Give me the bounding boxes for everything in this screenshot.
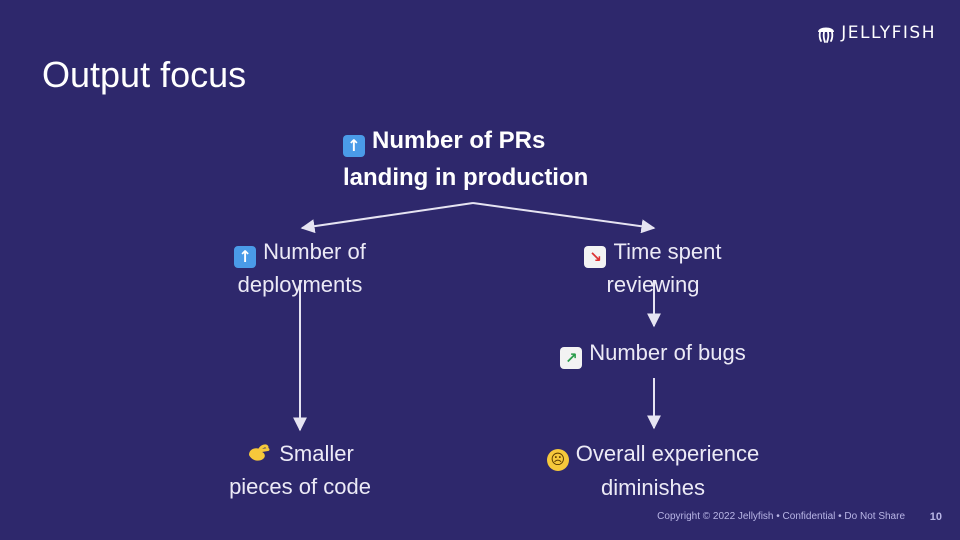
deployments-node-line-2: deployments: [237, 272, 363, 297]
arrow-up-icon: ↑: [234, 246, 257, 268]
smaller-code-node: Smaller pieces of code: [195, 437, 405, 503]
bugs-node-line: ↗Number of bugs: [530, 336, 776, 369]
chart-increasing-icon: ↗: [560, 347, 583, 369]
deployments-node-line-1: ↑Number of: [200, 235, 400, 268]
arrow-up-icon: ↑: [343, 135, 365, 157]
experience-node: ☹Overall experience diminishes: [523, 437, 783, 504]
deployments-node: ↑Number of deployments: [200, 235, 400, 301]
reviewing-node: ↘Time spent reviewing: [553, 235, 753, 301]
jellyfish-icon: [818, 27, 835, 43]
brand-name: JELLYFISH: [841, 23, 936, 43]
root-node: ↑Number of PRs landing in production: [343, 122, 588, 196]
experience-node-line-1: ☹Overall experience: [523, 437, 783, 471]
arrow-root-to-reviewing: [472, 202, 656, 234]
jellyfish-logo: JELLYFISH: [815, 22, 936, 44]
frowning-face-icon: ☹: [546, 449, 569, 471]
arrow-root-to-deployments: [300, 202, 474, 234]
page-number: 10: [929, 511, 942, 523]
root-node-line-2: landing in production: [343, 164, 589, 191]
reviewing-node-line-2: reviewing: [606, 272, 700, 297]
bugs-node: ↗Number of bugs: [530, 336, 776, 369]
experience-node-line-2: diminishes: [601, 475, 705, 500]
smaller-code-node-line-1: Smaller: [195, 437, 405, 470]
footer-copyright: Copyright © 2022 Jellyfish • Confidentia…: [657, 511, 905, 522]
smaller-code-node-line-2: pieces of code: [229, 474, 371, 499]
chart-decreasing-icon: ↘: [584, 246, 607, 268]
root-node-line-1: ↑Number of PRs: [343, 122, 588, 159]
slide-title: Output focus: [42, 54, 247, 95]
reviewing-node-line-1: ↘Time spent: [553, 235, 753, 268]
pinching-hand-icon: [246, 442, 272, 464]
